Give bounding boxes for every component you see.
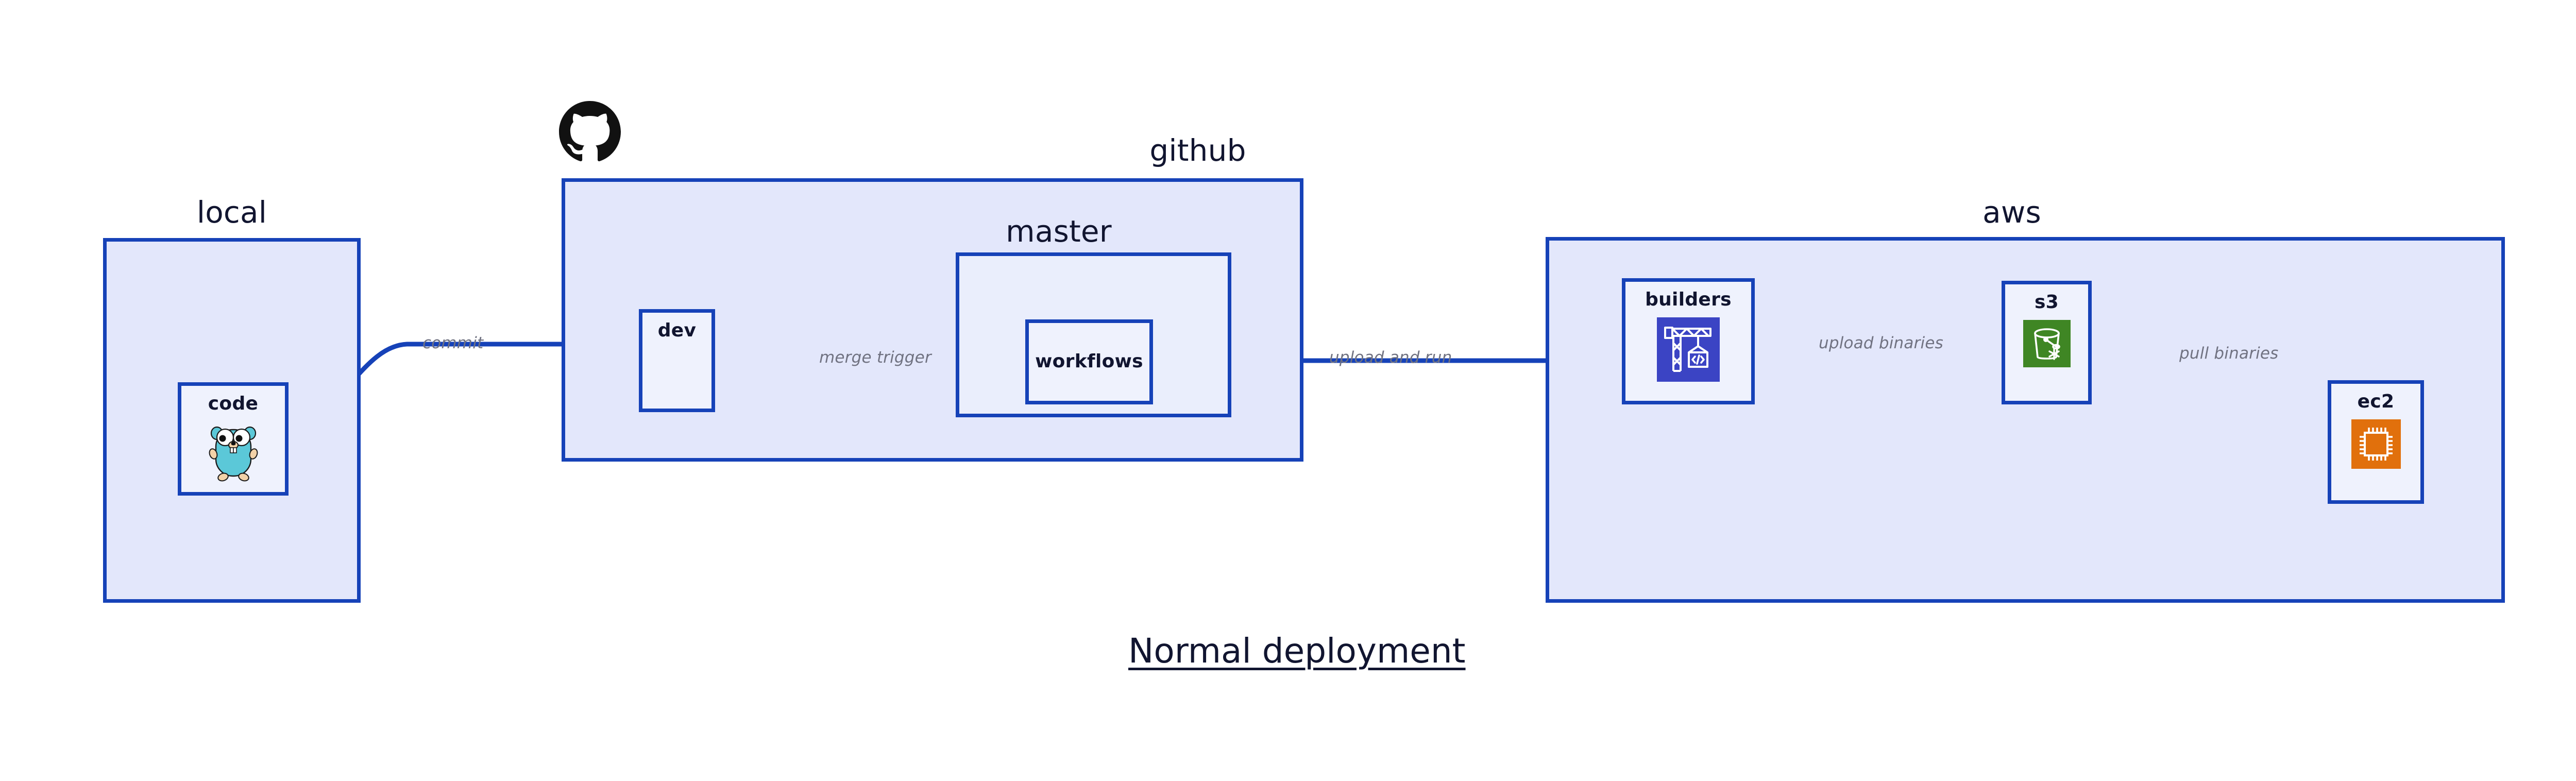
node-ec2[interactable]: ec2	[2328, 380, 2424, 504]
diagram-title: Normal deployment	[1128, 631, 1466, 671]
s3-bucket-glacier-icon	[2023, 320, 2071, 367]
edge-label-upload-binaries: upload binaries	[1819, 334, 1943, 352]
container-label-master: master	[1006, 214, 1112, 249]
cpu-chip-icon	[2351, 419, 2401, 469]
edge-label-pull-binaries: pull binaries	[2179, 344, 2279, 363]
node-label-s3: s3	[2034, 292, 2059, 313]
go-gopher-icon	[206, 421, 261, 483]
container-label-aws: aws	[1982, 195, 2041, 230]
node-s3[interactable]: s3	[2002, 281, 2092, 404]
node-label-dev: dev	[657, 320, 697, 341]
edge-label-commit: commit	[422, 334, 484, 352]
container-label-local: local	[196, 195, 267, 230]
node-label-ec2: ec2	[2357, 391, 2395, 412]
node-dev[interactable]: dev	[639, 309, 715, 412]
node-builders[interactable]: builders	[1622, 278, 1755, 404]
crane-code-icon	[1657, 317, 1720, 382]
node-code[interactable]: code	[178, 382, 289, 496]
edge-label-merge-trigger: merge trigger	[819, 348, 931, 367]
node-label-builders: builders	[1645, 289, 1732, 310]
node-workflows[interactable]: workflows	[1025, 319, 1153, 404]
node-label-workflows: workflows	[1035, 351, 1143, 372]
node-label-code: code	[208, 393, 259, 414]
container-label-github: github	[1149, 133, 1246, 168]
github-octocat-logo	[559, 101, 621, 163]
edge-label-upload-and-run: upload and run	[1329, 348, 1452, 367]
